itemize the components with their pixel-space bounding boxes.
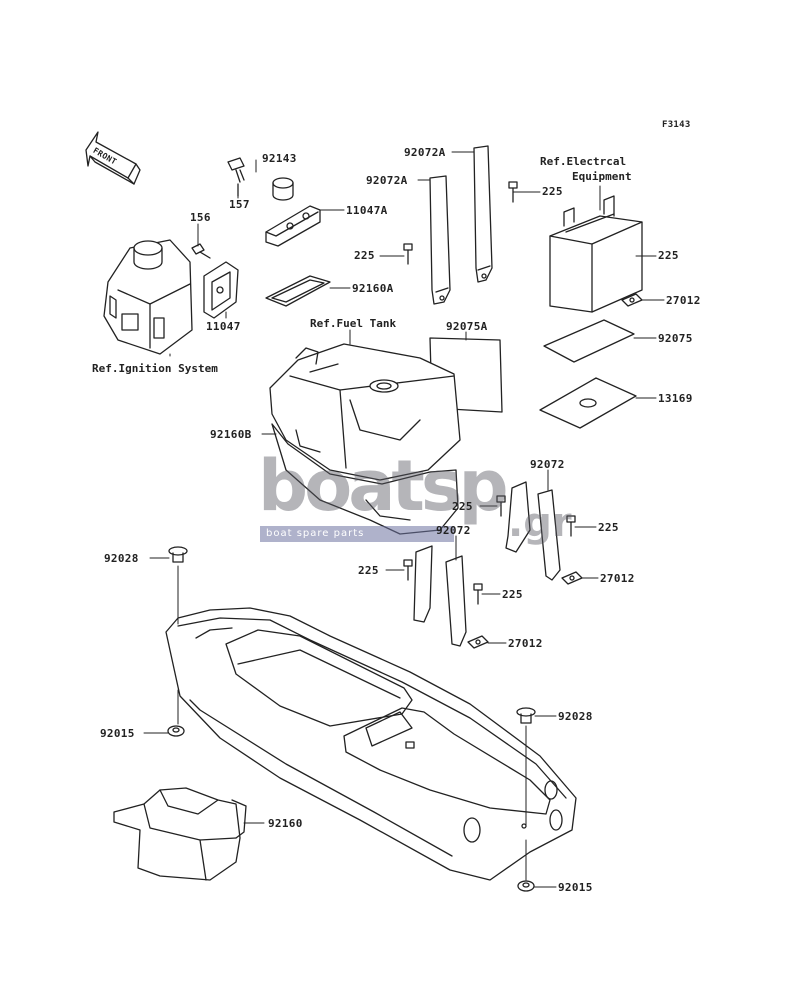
part-156: 156 — [190, 211, 211, 224]
grommet-92028-a — [168, 546, 188, 563]
part-157: 157 — [229, 198, 250, 211]
part-27012-c: 27012 — [508, 637, 543, 650]
hull — [165, 607, 577, 881]
part-27012-a: 27012 — [666, 294, 701, 307]
clip-27012-c — [467, 635, 489, 649]
part-92160A: 92160A — [352, 282, 394, 295]
part-92143: 92143 — [262, 152, 297, 165]
screw-225-a — [508, 181, 518, 203]
ref-ignition-system: Ref.Ignition System — [92, 362, 218, 375]
part-92160B: 92160B — [210, 428, 252, 441]
part-11047A: 11047A — [346, 204, 388, 217]
nut-92015-b — [517, 880, 535, 892]
clip-27012-b — [561, 571, 583, 585]
screw-225-e — [566, 515, 576, 537]
bolt-156 — [191, 243, 211, 259]
screw-225-b — [403, 243, 413, 265]
part-225-b: 225 — [354, 249, 375, 262]
strap-92072-a — [505, 481, 561, 581]
bracket-11047A — [265, 205, 321, 247]
fuel-tank — [269, 343, 461, 481]
part-225-g: 225 — [502, 588, 523, 601]
front-arrow-icon — [85, 131, 141, 185]
screw-225-g — [473, 583, 483, 605]
ref-fuel-tank: Ref.Fuel Tank — [310, 317, 397, 330]
part-92072-a: 92072 — [530, 458, 565, 471]
battery — [549, 195, 643, 313]
ref-electrical-line1: Ref.Electrcal — [540, 155, 627, 168]
strap-92072A-a — [429, 175, 451, 305]
watermark-tagline: boat spare parts — [260, 526, 454, 542]
screw-225-f — [403, 559, 413, 581]
collar-92143 — [272, 177, 294, 201]
watermark-domain: .gr — [508, 500, 572, 546]
figure-code: F3143 — [662, 120, 691, 130]
part-225-e: 225 — [598, 521, 619, 534]
part-27012-b: 27012 — [600, 572, 635, 585]
pad-92075 — [543, 319, 635, 363]
part-11047: 11047 — [206, 320, 241, 333]
part-92072A-mid: 92072A — [366, 174, 408, 187]
strap-92072-b — [413, 545, 467, 647]
screw-225-d — [496, 495, 506, 517]
ref-electrical-line2: Equipment — [572, 170, 632, 183]
part-225-a: 225 — [542, 185, 563, 198]
gasket-92160A — [265, 275, 331, 307]
part-225-d: 225 — [452, 500, 473, 513]
cover-92160 — [113, 787, 247, 881]
part-92015-b: 92015 — [558, 881, 593, 894]
part-92028-b: 92028 — [558, 710, 593, 723]
grommet-92028-b — [516, 707, 536, 724]
part-92075A: 92075A — [446, 320, 488, 333]
mat-92160B — [271, 423, 459, 535]
part-92075: 92075 — [658, 332, 693, 345]
ignition-box — [103, 239, 193, 355]
part-92028-a: 92028 — [104, 552, 139, 565]
part-13169: 13169 — [658, 392, 693, 405]
bracket-11047 — [203, 261, 239, 319]
part-92160: 92160 — [268, 817, 303, 830]
part-92072-b: 92072 — [436, 524, 471, 537]
strap-92072A-b — [473, 145, 493, 283]
watermark-logo: boatsp — [258, 445, 509, 527]
nut-92015-a — [167, 725, 185, 737]
part-92015-a: 92015 — [100, 727, 135, 740]
part-225-f: 225 — [358, 564, 379, 577]
part-92072A-top: 92072A — [404, 146, 446, 159]
pad-13169 — [539, 377, 637, 429]
watermark: boatsp .gr boat spare parts — [258, 445, 572, 548]
leader-lines — [143, 151, 665, 888]
part-225-c: 225 — [658, 249, 679, 262]
bolt-157 — [227, 157, 245, 197]
